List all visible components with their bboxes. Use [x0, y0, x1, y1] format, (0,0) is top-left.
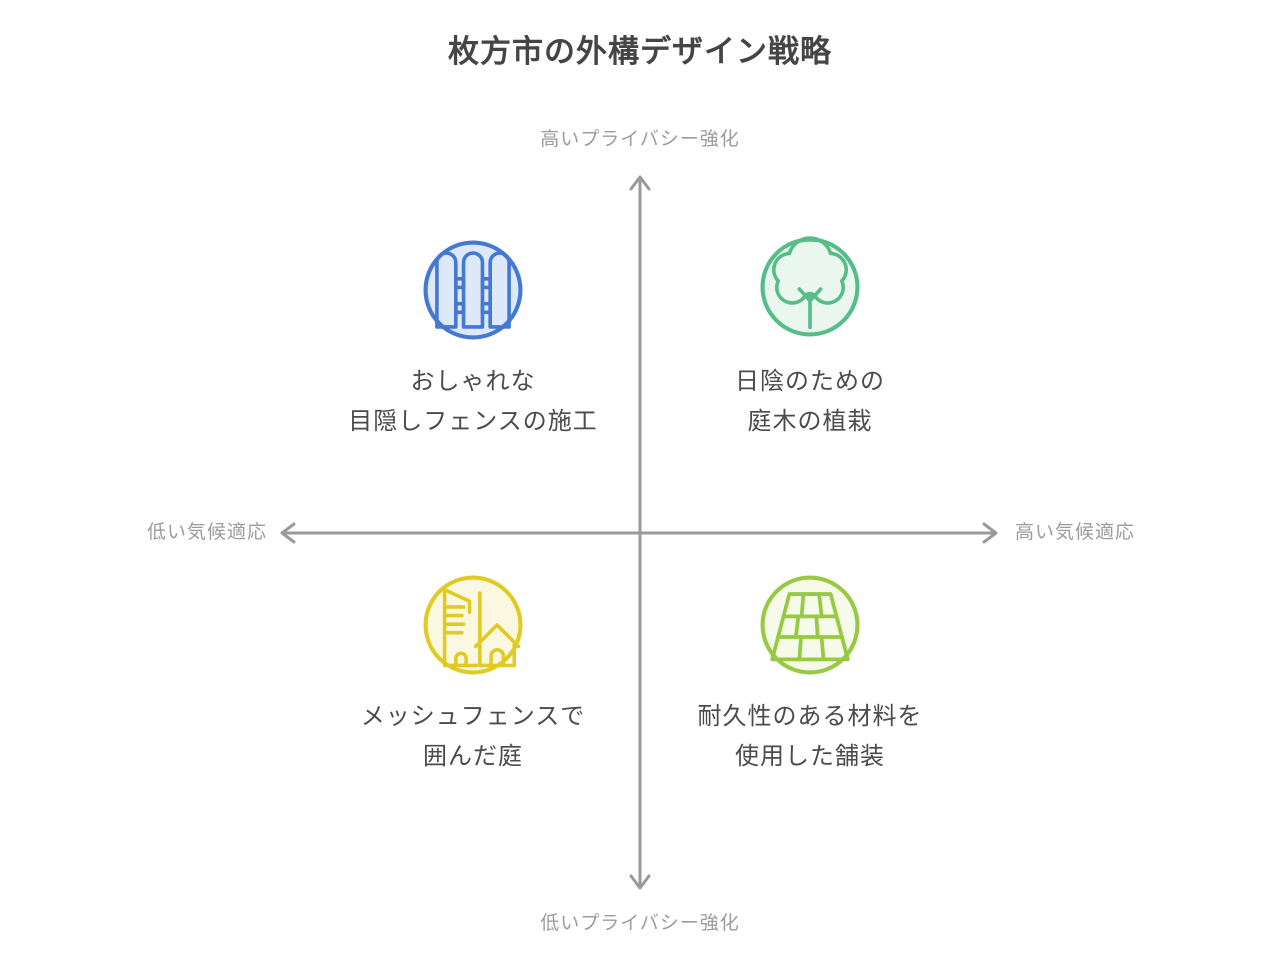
- fence-icon: [423, 240, 523, 340]
- quadrant-label-line: 耐久性のある材料を: [697, 703, 923, 730]
- quadrant-label-line: おしゃれな: [410, 368, 536, 395]
- quadrant-label-line: 使用した舗装: [735, 743, 885, 770]
- paving-icon: [760, 575, 860, 675]
- quadrant-label: 日陰のための 庭木の植栽: [735, 362, 885, 442]
- tree-icon: [760, 236, 860, 337]
- quadrant-label-line: メッシュフェンスで: [360, 703, 586, 730]
- axis-label-top: 高いプライバシー強化: [540, 129, 740, 150]
- axis-label-left: 低い気候適応: [146, 522, 267, 543]
- quadrant-top-left: おしゃれな 目隠しフェンスの施工: [223, 235, 723, 442]
- quadrant-label: 耐久性のある材料を 使用した舗装: [698, 697, 923, 777]
- quadrant-label: おしゃれな 目隠しフェンスの施工: [348, 362, 598, 442]
- arrow-up-icon: [629, 175, 651, 191]
- quadrant-label-line: 日陰のための: [735, 368, 885, 395]
- quadrant-top-right: 日陰のための 庭木の植栽: [560, 232, 1060, 442]
- quadrant-bottom-right: 耐久性のある材料を 使用した舗装: [560, 570, 1060, 777]
- quadrant-label-line: 庭木の植栽: [747, 408, 873, 435]
- quadrant-label: メッシュフェンスで 囲んだ庭: [361, 697, 586, 777]
- arrow-right-icon: [982, 522, 998, 544]
- page-title: 枚方市の外構デザイン戦略: [448, 34, 832, 69]
- arrow-down-icon: [629, 874, 651, 890]
- quadrant-bottom-left: メッシュフェンスで 囲んだ庭: [223, 570, 723, 777]
- quadrant-label-line: 囲んだ庭: [423, 743, 523, 770]
- quadrant-label-line: 目隠しフェンスの施工: [348, 408, 598, 435]
- arrow-left-icon: [280, 522, 296, 544]
- building-house-icon: [423, 575, 523, 675]
- axis-label-right: 高い気候適応: [1015, 522, 1136, 543]
- axis-label-bottom: 低いプライバシー強化: [540, 913, 740, 934]
